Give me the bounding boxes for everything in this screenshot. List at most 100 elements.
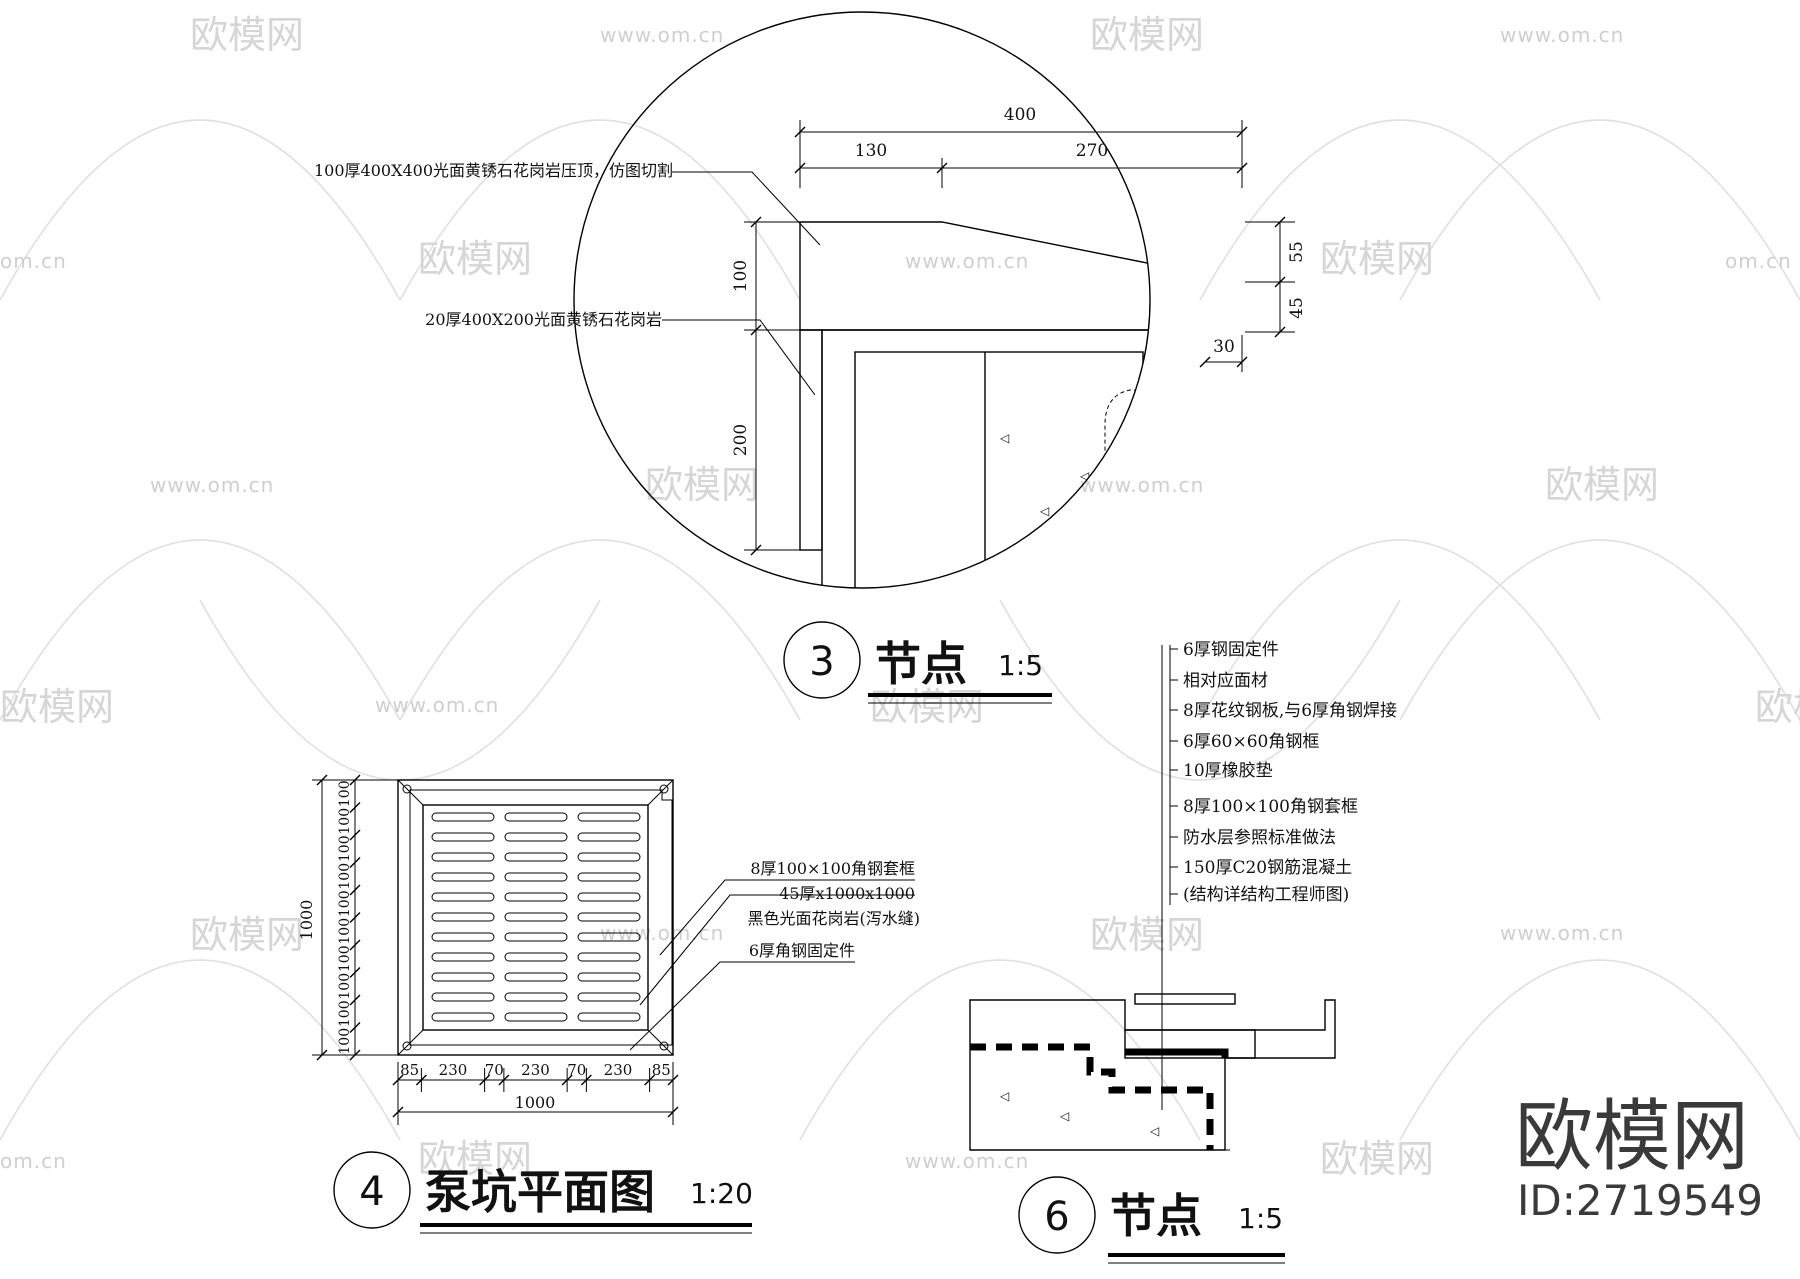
watermark-brand: 欧模网 (1090, 913, 1204, 957)
detail-6-number-circle (1018, 1176, 1096, 1254)
drain-slot (504, 972, 568, 982)
dim-offset: 30 (1213, 337, 1235, 357)
drain-slot (504, 992, 568, 1002)
drain-slot (431, 872, 495, 882)
watermark-brand: 欧模网 (418, 237, 532, 281)
steel-plate (1134, 993, 1236, 1005)
dim-bottom-segment: 230 (521, 1061, 550, 1079)
detail-6-scale: 1:5 (1238, 1202, 1283, 1235)
watermark-site-fragment: om.cn (0, 249, 67, 273)
dim-bottom-segment: 230 (604, 1061, 633, 1079)
watermark-site: www.om.cn (905, 249, 1029, 273)
wall-body (821, 329, 1150, 588)
brand-mark: 欧模网 ID:2719549 (1515, 1092, 1763, 1225)
detail-4-number-circle (333, 1151, 411, 1229)
svg-text:◁: ◁ (1009, 559, 1019, 573)
svg-text:◁: ◁ (999, 1089, 1009, 1103)
note-granite-color: 黑色光面花岗岩(泻水缝) (748, 909, 921, 928)
watermark-site-fragment: om.cn (0, 1149, 67, 1173)
dim-cap-height: 100 (731, 260, 751, 292)
detail-4-title: 泵坑平面图 (425, 1165, 655, 1219)
watermark-brand: 欧模网 (645, 463, 759, 507)
dim-left-segment: 100 (337, 863, 353, 890)
drain-slot (577, 832, 641, 842)
detail-4-scale: 1:20 (690, 1177, 753, 1210)
drain-slot (577, 932, 641, 942)
watermark-brand: 欧模网 (1545, 463, 1659, 507)
detail-3-scale: 1:5 (998, 649, 1043, 682)
svg-text:◁: ◁ (1039, 504, 1049, 518)
dim-bottom-segment: 70 (567, 1061, 586, 1079)
watermark-site: www.om.cn (905, 1149, 1029, 1173)
detail-3-title: 节点 (875, 637, 967, 691)
detail-4-number: 4 (359, 1169, 384, 1215)
drain-slot (504, 1012, 568, 1022)
watermark-brand: 欧模网 (190, 913, 304, 957)
detail-6-title: 节点 (1110, 1189, 1202, 1243)
watermark-site-fragment: om.cn (1725, 249, 1792, 273)
watermark-brand-fragment: 欧模网 (1755, 685, 1800, 729)
drain-slot (577, 892, 641, 902)
drain-slot (431, 892, 495, 902)
dim-left-segment: 100 (337, 1000, 353, 1027)
drain-slot (431, 852, 495, 862)
dim-bottom-segment: 85 (652, 1061, 671, 1079)
facing-stone (799, 329, 823, 551)
watermark-site: www.om.cn (600, 23, 724, 47)
watermark-brand: 欧模网 (418, 1137, 532, 1181)
dim-left-width: 130 (855, 141, 887, 161)
drain-slot (431, 832, 495, 842)
dim-left-segment: 100 (337, 890, 353, 917)
detail-6-note: 8厚100×100角钢套框 (1183, 797, 1358, 817)
granite-cover (422, 804, 649, 1031)
watermark-brand: 欧模网 (1090, 13, 1204, 57)
watermark-brand: 欧模网 (190, 13, 304, 57)
watermark-site: www.om.cn (1080, 473, 1204, 497)
drain-slot (577, 1012, 641, 1022)
dim-bottom-segment: 85 (400, 1061, 419, 1079)
detail-6-note: 10厚橡胶垫 (1183, 761, 1273, 781)
watermark-brand-fragment: 欧模网 (0, 685, 114, 729)
dim-left-segment: 100 (337, 780, 353, 807)
watermark-brand: 欧模网 (1320, 237, 1434, 281)
svg-text:◁: ◁ (1119, 449, 1129, 463)
detail-6-note: 6厚钢固定件 (1183, 640, 1279, 660)
dim-bottom-total: 1000 (515, 1093, 556, 1112)
detail-6-note: 6厚60×60角钢框 (1183, 732, 1319, 752)
dim-left-total: 1000 (297, 900, 316, 941)
dim-left-segment: 100 (337, 1028, 353, 1055)
detail-6-note: 150厚C20钢筋混凝土 (1183, 858, 1352, 878)
svg-text:◁: ◁ (1149, 1124, 1159, 1138)
detail-6-number: 6 (1044, 1194, 1069, 1240)
detail-3: ◁ ◁ ◁ ◁ ◁ 400 130 270 100 200 (314, 11, 1307, 704)
drain-slot (577, 872, 641, 882)
dim-upper-right: 55 (1287, 241, 1307, 263)
drain-slots (431, 812, 641, 1022)
detail-3-number-circle (783, 621, 861, 699)
drain-slot (577, 972, 641, 982)
watermark-brand: 欧模网 (870, 685, 984, 729)
drain-slot (431, 952, 495, 962)
watermark-site: www.om.cn (150, 473, 274, 497)
drain-slot (431, 972, 495, 982)
note-cap-stone: 100厚400X400光面黄锈石花岗岩压顶，仿图切割 (314, 161, 673, 180)
drain-slot (577, 992, 641, 1002)
drain-slot (504, 932, 568, 942)
drain-slot (431, 912, 495, 922)
drain-slot (504, 912, 568, 922)
dim-bottom-segment: 230 (439, 1061, 468, 1079)
drain-slot (577, 852, 641, 862)
watermark-texts: 欧模网 www.om.cn 欧模网 www.om.cn om.cn 欧模网 ww… (0, 13, 1800, 1181)
note-granite-size: 45厚x1000x1000 (779, 884, 915, 903)
drain-slot (504, 872, 568, 882)
dim-left-segment: 100 (337, 945, 353, 972)
dim-left-segment: 100 (337, 808, 353, 835)
dim-left-segment: 100 (337, 973, 353, 1000)
watermark-site: www.om.cn (375, 693, 499, 717)
drain-slot (431, 932, 495, 942)
drain-slot (504, 892, 568, 902)
dim-lower-height: 200 (731, 424, 751, 456)
dim-left-segment: 100 (337, 835, 353, 862)
